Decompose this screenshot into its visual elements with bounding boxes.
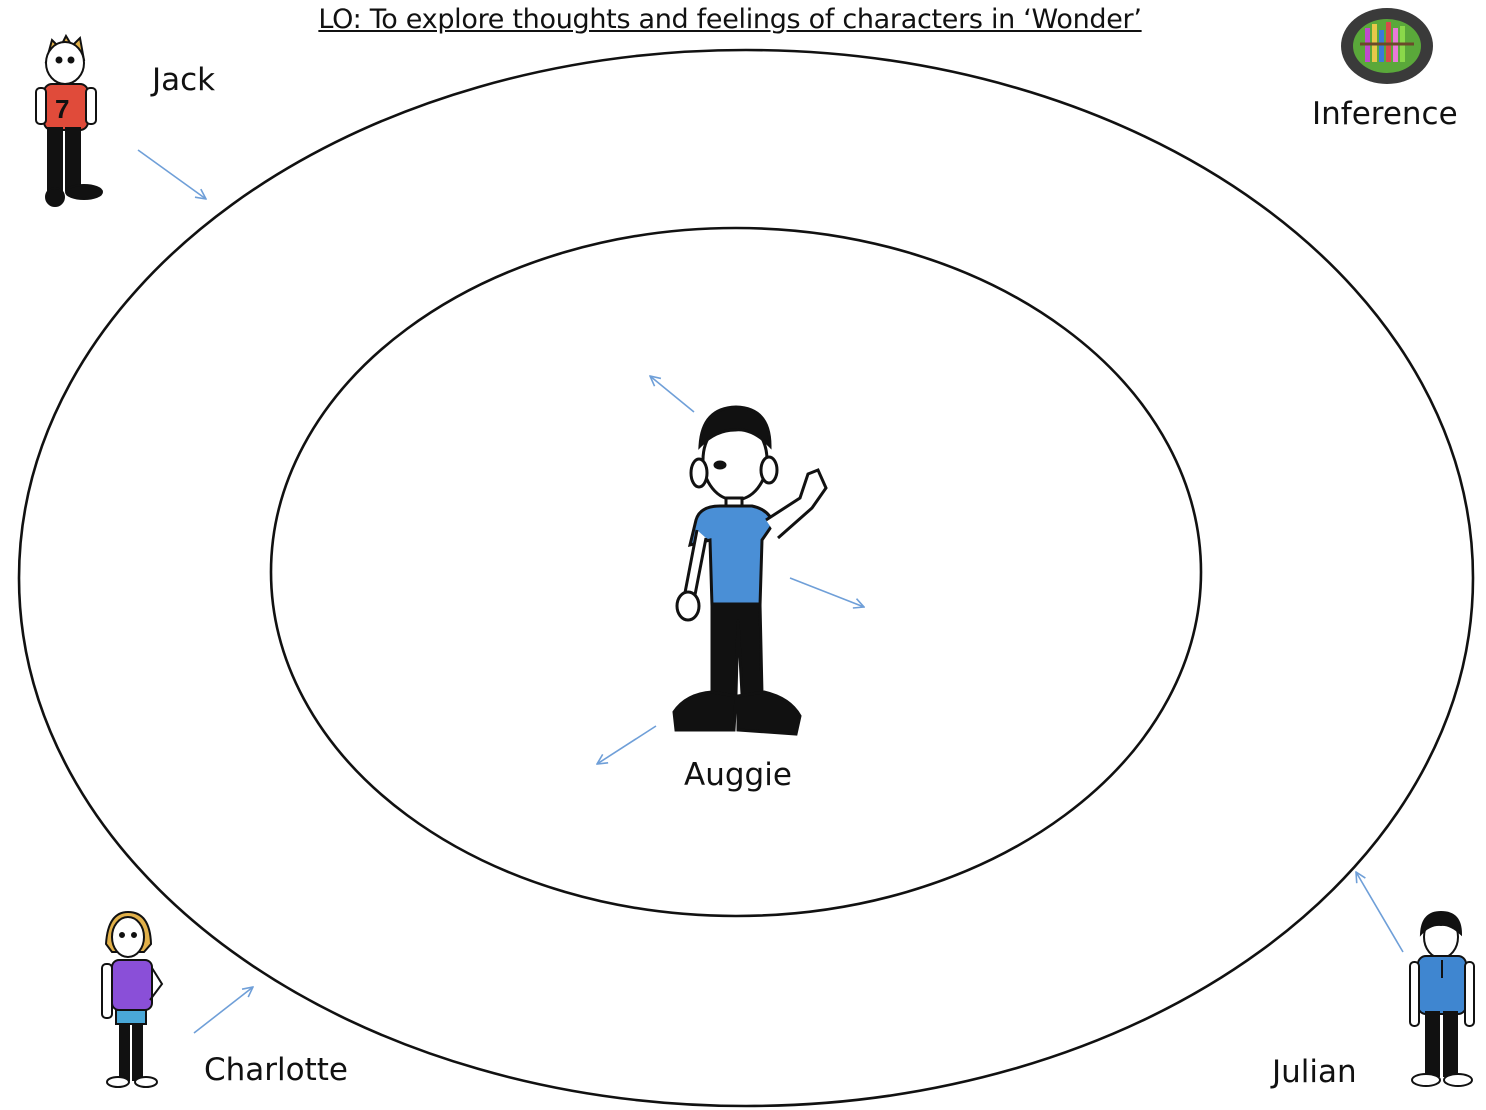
inner-ring (269, 226, 1203, 918)
page-title: LO: To explore thoughts and feelings of … (318, 4, 1142, 35)
julian-label: Julian (1272, 1054, 1357, 1090)
arrow-jack (137, 149, 206, 199)
jack-figure: 7 (35, 33, 103, 207)
arrow-auggie-right (789, 577, 864, 607)
charlotte-figure (101, 910, 164, 1088)
julian-figure (1409, 910, 1475, 1087)
arrow-auggie-up-left (650, 376, 695, 413)
auggie-figure (672, 405, 828, 736)
charlotte-label: Charlotte (204, 1052, 348, 1088)
arrow-charlotte (193, 987, 253, 1034)
auggie-label: Auggie (684, 757, 792, 793)
bookshelf-badge-icon (1341, 8, 1433, 84)
outer-ring (17, 48, 1475, 1108)
svg-text:7: 7 (55, 94, 69, 124)
inference-label: Inference (1312, 96, 1458, 132)
jack-label: Jack (152, 62, 216, 98)
arrow-auggie-down-left (597, 725, 657, 764)
arrow-julian (1356, 872, 1404, 953)
